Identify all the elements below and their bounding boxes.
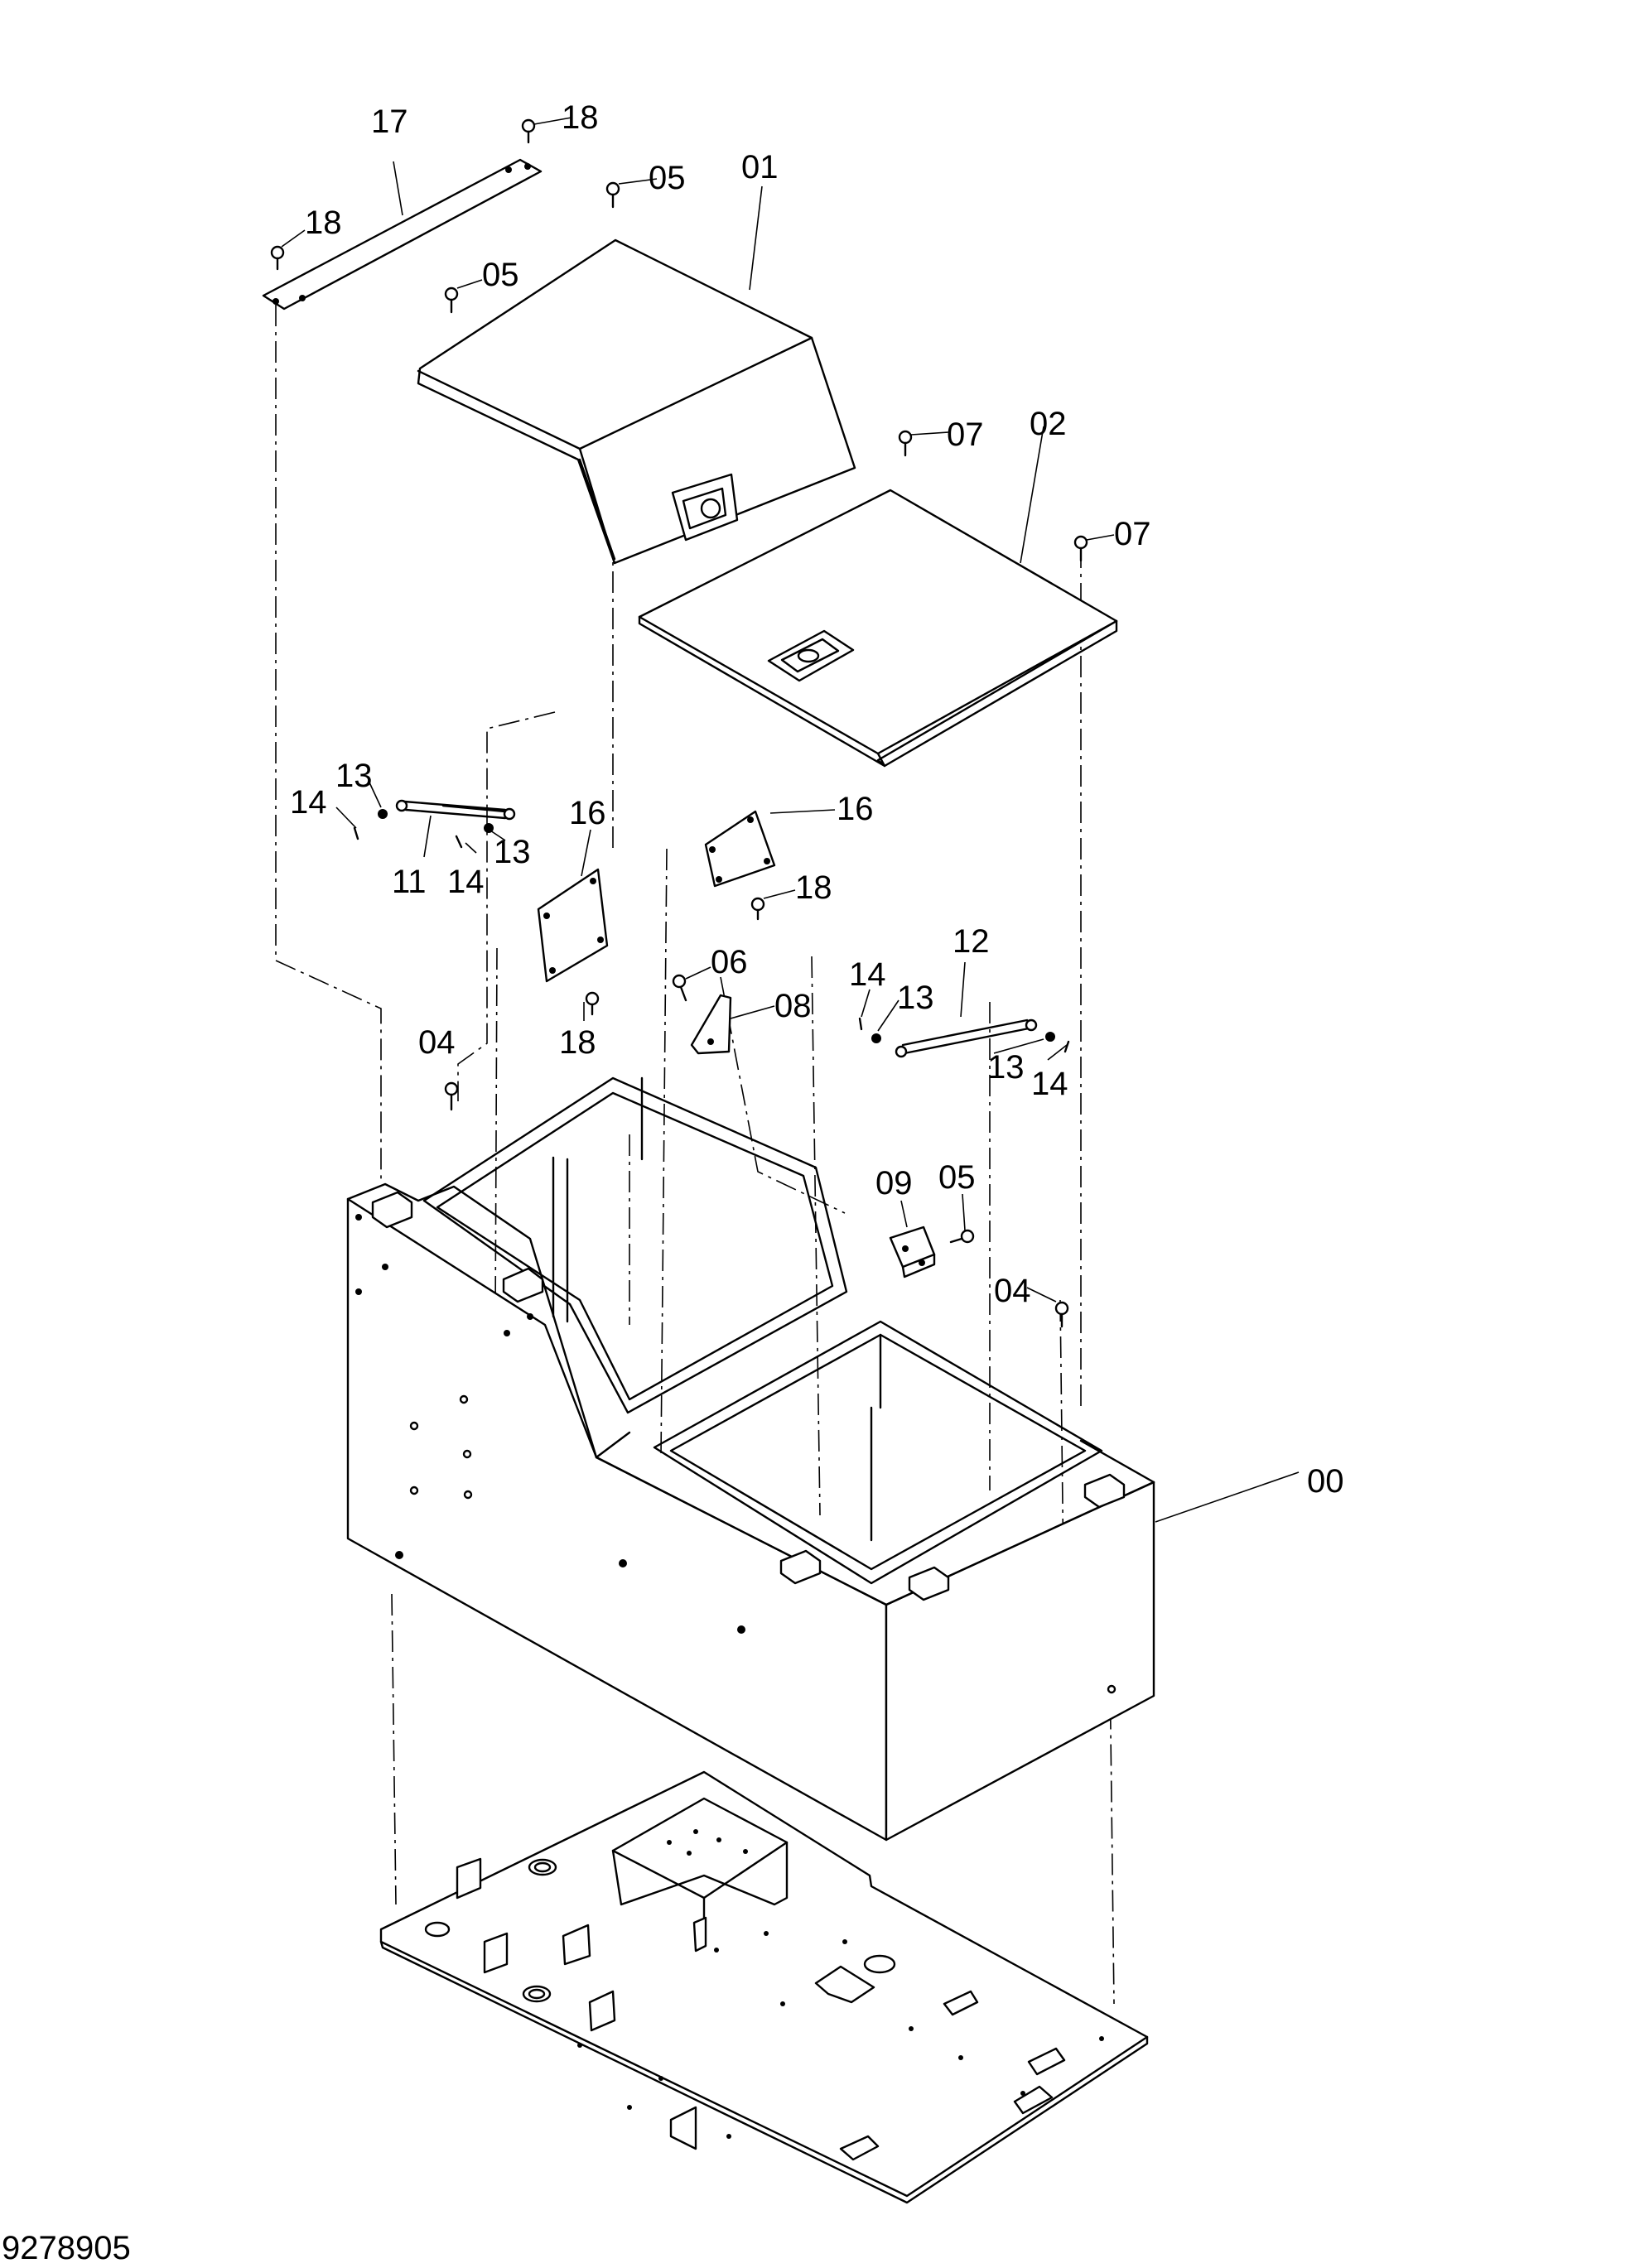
label-06: 06: [711, 944, 748, 980]
part-bracket-17: [262, 158, 543, 311]
label-07-b: 07: [1114, 516, 1151, 552]
fasteners: [270, 118, 1088, 1328]
part-gas-strut-11: [353, 799, 516, 849]
label-05-mid: 05: [482, 257, 519, 293]
drawing-number: 9278905: [2, 2230, 131, 2266]
bolt-18-d: [585, 991, 600, 1016]
label-14-c: 14: [849, 956, 886, 993]
part-gas-strut-12: [858, 1017, 1070, 1058]
bolt-05-b: [444, 287, 459, 314]
bolt-04-b: [1054, 1301, 1069, 1328]
bolt-05-a: [605, 181, 620, 209]
label-18-top: 18: [562, 99, 599, 136]
leader-lines: [281, 117, 1300, 1523]
label-18-bottom: 18: [559, 1024, 596, 1061]
label-13-c: 13: [897, 980, 934, 1016]
bolt-18-c: [750, 897, 765, 921]
label-18-right: 18: [795, 869, 832, 906]
part-rear-cover-02: [638, 489, 1118, 768]
label-14-d: 14: [1031, 1066, 1068, 1102]
label-13-b: 13: [494, 834, 531, 870]
label-02: 02: [1030, 406, 1067, 442]
part-labels: 17 18 18 05 01 05 07 02 07 13 14 16 16 1…: [290, 99, 1344, 1500]
label-11: 11: [392, 864, 427, 900]
label-04-right: 04: [994, 1273, 1031, 1309]
bolt-07-a: [898, 430, 913, 457]
label-13-d: 13: [987, 1049, 1025, 1086]
label-13-a: 13: [335, 758, 373, 794]
part-stay-08: [690, 994, 732, 1055]
floor-plate: [379, 1770, 1149, 2204]
label-16-right: 16: [837, 791, 874, 827]
part-console-body-00: [346, 1076, 1155, 1842]
label-07-a: 07: [947, 417, 984, 453]
label-01: 01: [741, 149, 779, 185]
label-00: 00: [1307, 1463, 1344, 1500]
label-04-left: 04: [418, 1024, 456, 1061]
label-14-a: 14: [290, 784, 327, 821]
bolt-18-a: [270, 245, 285, 271]
label-08: 08: [774, 988, 812, 1024]
bolt-07-b: [1073, 535, 1088, 562]
part-catch-09: [889, 1225, 936, 1278]
label-14-b: 14: [447, 864, 485, 900]
label-05-low: 05: [938, 1159, 976, 1196]
bolt-18-b: [521, 118, 536, 144]
label-09: 09: [875, 1165, 913, 1201]
part-plate-16-left: [537, 868, 609, 983]
bolt-05-c: [949, 1229, 975, 1244]
bolt-04-a: [444, 1081, 459, 1111]
label-05-top: 05: [649, 160, 686, 196]
bolt-06: [672, 974, 687, 1002]
part-plate-16-right: [704, 810, 776, 888]
label-12: 12: [953, 923, 990, 960]
label-18-left: 18: [305, 205, 342, 241]
label-17: 17: [371, 104, 408, 140]
part-front-cover-01: [417, 238, 856, 565]
label-16-left: 16: [569, 795, 606, 831]
